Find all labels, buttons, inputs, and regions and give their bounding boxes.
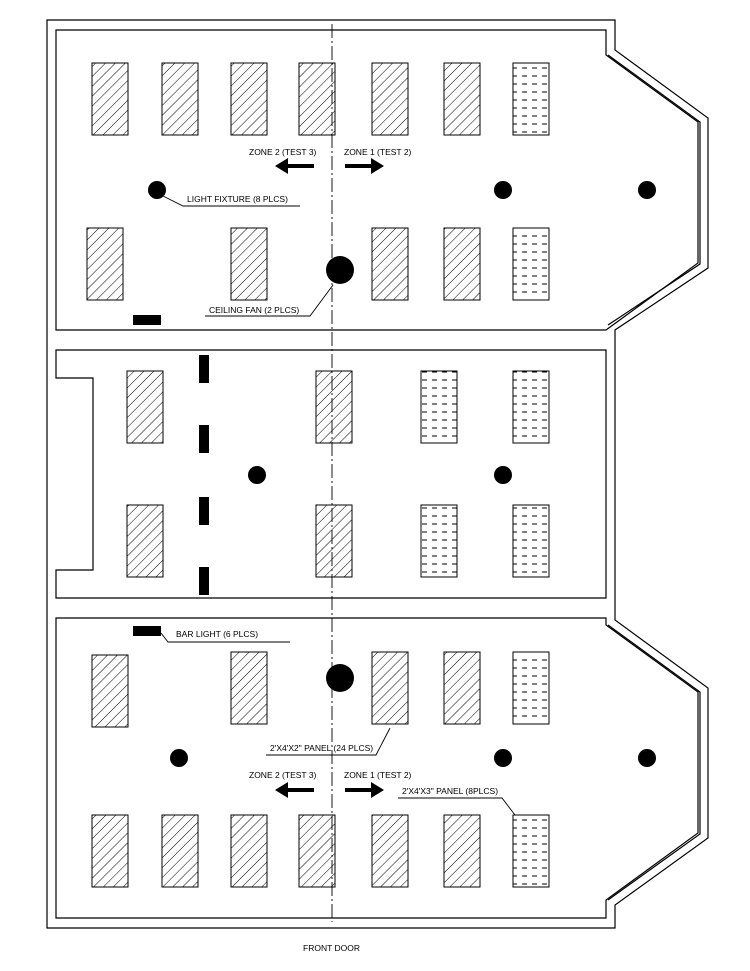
- ceiling-fan-label: CEILING FAN (2 PLCS): [209, 305, 299, 315]
- hatched-panel: [315, 370, 353, 444]
- bar-light-label: BAR LIGHT (6 PLCS): [176, 629, 258, 639]
- arrow-right-icon: [345, 782, 384, 798]
- room-middle: [55, 349, 607, 599]
- hatched-panel: [371, 814, 409, 888]
- dashed-panel: [420, 504, 458, 578]
- light-fixture: [494, 749, 512, 767]
- light-fixture: [638, 749, 656, 767]
- zone2-label-bottom: ZONE 2 (TEST 3): [249, 770, 317, 780]
- bar-light: [133, 626, 161, 636]
- hatched-panel: [443, 651, 481, 725]
- hatched-panel: [161, 814, 199, 888]
- bar-light-column: [199, 355, 209, 595]
- dashed-panel: [512, 814, 550, 888]
- dashed-panel: [420, 370, 458, 444]
- hatched-panel: [126, 370, 164, 444]
- panel-group-top-row1: [91, 62, 550, 136]
- dashed-panel: [512, 62, 550, 136]
- hatched-panel: [371, 227, 409, 301]
- panel-2x4x2-label: 2'X4'X2" PANEL (24 PLCS): [270, 743, 373, 753]
- hatched-panel: [230, 62, 268, 136]
- arrow-left-icon: [275, 158, 314, 174]
- light-fixture: [494, 466, 512, 484]
- hatched-panel: [315, 504, 353, 578]
- hatched-panel: [161, 62, 199, 136]
- panel-group-bottom-row2: [91, 814, 550, 888]
- zone2-label-top: ZONE 2 (TEST 3): [249, 147, 317, 157]
- light-fixture: [148, 181, 166, 199]
- dashed-panel: [512, 227, 550, 301]
- hatched-panel: [86, 227, 124, 301]
- hatched-panel: [91, 814, 129, 888]
- zone1-label-bottom: ZONE 1 (TEST 2): [344, 770, 412, 780]
- light-fixture-leader: [162, 195, 300, 207]
- hatched-panel: [91, 62, 129, 136]
- hatched-panel: [126, 504, 164, 578]
- light-fixture: [248, 466, 266, 484]
- hatched-panel: [371, 651, 409, 725]
- light-fixture: [170, 749, 188, 767]
- hatched-panel: [230, 814, 268, 888]
- light-fixture-label: LIGHT FIXTURE (8 PLCS): [187, 194, 288, 204]
- outer-wall-inner: [607, 54, 701, 901]
- panel-2x4x3-leader: [398, 797, 516, 816]
- outer-wall: [46, 19, 709, 929]
- arrow-left-icon: [275, 782, 314, 798]
- ceiling-fan: [326, 664, 354, 692]
- panel-group-top-row2: [86, 227, 550, 301]
- bar-light: [199, 567, 209, 595]
- light-fixture: [494, 181, 512, 199]
- panel-2x4x2-leader: [266, 727, 391, 756]
- ceiling-fan-leader: [205, 284, 334, 317]
- room-top: [55, 29, 699, 331]
- zone1-label-top: ZONE 1 (TEST 2): [344, 147, 412, 157]
- bar-light: [199, 497, 209, 525]
- front-door-label: FRONT DOOR: [303, 943, 360, 953]
- arrow-right-icon: [345, 158, 384, 174]
- dashed-panel: [512, 651, 550, 725]
- panel-group-bottom-row1: [91, 651, 550, 728]
- hatched-panel: [371, 62, 409, 136]
- hatched-panel: [443, 62, 481, 136]
- hatched-panel: [230, 227, 268, 301]
- hatched-panel: [91, 654, 129, 728]
- hatched-panel: [443, 814, 481, 888]
- dashed-panel: [512, 504, 550, 578]
- hatched-panel: [230, 651, 268, 725]
- hatched-panel: [298, 62, 336, 136]
- bar-light: [133, 315, 161, 325]
- hatched-panel: [443, 227, 481, 301]
- room-bottom: [55, 617, 699, 919]
- dashed-panel: [512, 370, 550, 444]
- bar-light: [199, 425, 209, 453]
- hatched-panel: [298, 814, 336, 888]
- bar-light-leader: [160, 632, 290, 643]
- panel-2x4x3-label: 2'X4'X3" PANEL (8PLCS): [402, 786, 498, 796]
- light-fixture: [638, 181, 656, 199]
- bar-light: [199, 355, 209, 383]
- panel-group-middle: [126, 370, 550, 578]
- ceiling-fan: [326, 256, 354, 284]
